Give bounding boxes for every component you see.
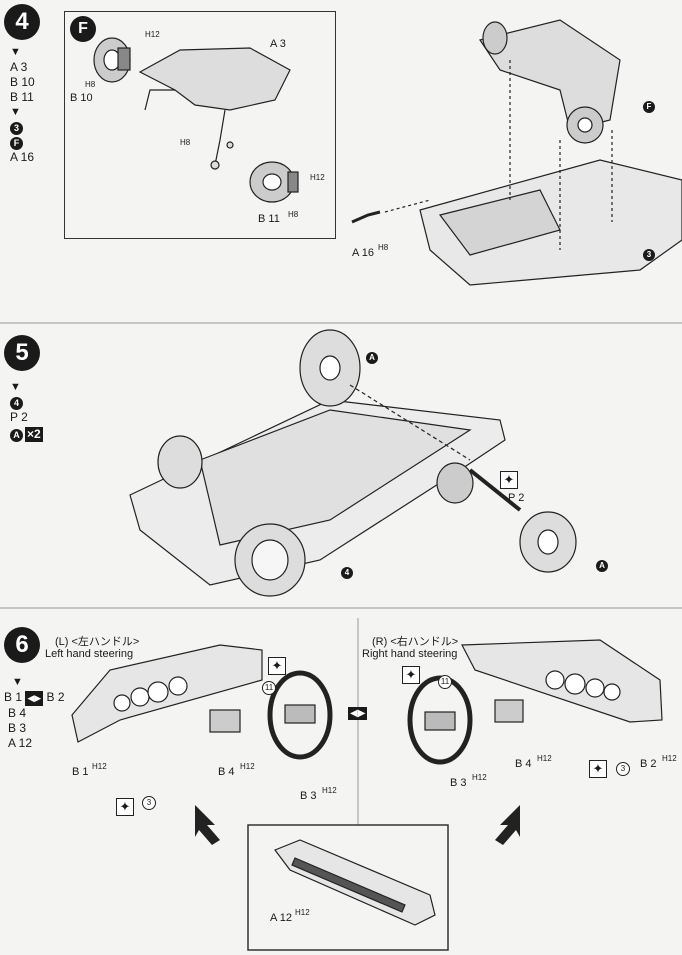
callout-4: 4 — [341, 567, 353, 579]
label-h12-top: H12 — [145, 30, 160, 39]
circled-11-right: 11 — [438, 675, 452, 689]
attention-mark-icon: ✦ — [268, 657, 286, 675]
right-subtitle: Right hand steering — [362, 648, 458, 660]
attention-mark-icon: ✦ — [402, 666, 420, 684]
label-h12-b1: H12 — [92, 762, 107, 771]
step-6-sequence: ▼ B 1 ◀▶ B 2 B 4 B 3 A 12 — [4, 676, 65, 750]
label-a3: A 3 — [270, 38, 286, 50]
callout-3: 3 — [643, 249, 655, 261]
label-b2: B 2 — [640, 758, 657, 770]
left-subtitle: Left hand steering — [45, 648, 134, 660]
circled-11-left: 11 — [262, 681, 276, 695]
right-title: (R) <右ハンドル> — [372, 636, 459, 648]
label-h12-b4-right: H12 — [537, 754, 552, 763]
brake-disc-b10-drawing — [93, 37, 131, 83]
step-5-number: 5 — [4, 335, 40, 371]
label-h8-b11: H8 — [288, 210, 299, 219]
callout-f: F — [643, 101, 655, 113]
step-5-sequence: ▼ 4 P 2 A×2 — [10, 381, 43, 442]
swap-icon: ◀▶ — [25, 691, 44, 706]
label-b4-left: B 4 — [218, 766, 235, 778]
chassis-step4-drawing — [351, 19, 682, 286]
label-b1: B 1 — [72, 766, 89, 778]
suspension-a3-drawing — [138, 47, 291, 170]
label-h12-b11: H12 — [310, 173, 325, 182]
label-h8-b10: H8 — [85, 80, 96, 89]
circled-3-left: 3 — [142, 796, 156, 810]
arrow-down-icon: ▼ — [10, 46, 21, 58]
label-b3-left: B 3 — [300, 790, 317, 802]
callout-a-top: A — [366, 352, 378, 364]
label-h12-b4-left: H12 — [240, 762, 255, 771]
big-arrow-right-icon — [495, 805, 520, 845]
inset-badge-f: F — [70, 16, 96, 42]
step-4-inset-frame — [64, 11, 336, 239]
label-b3-right: B 3 — [450, 777, 467, 789]
arrow-down-icon: ▼ — [10, 381, 21, 393]
circled-3-right: 3 — [616, 762, 630, 776]
badge-a: A — [10, 429, 23, 442]
chassis-step5-drawing — [129, 329, 577, 597]
label-a16: A 16 — [352, 247, 375, 259]
label-b10: B 10 — [70, 92, 93, 104]
label-b11: B 11 — [258, 213, 280, 225]
step-4-number: 4 — [4, 4, 40, 40]
label-h12-b3-right: H12 — [472, 773, 487, 782]
multiplier-x2: ×2 — [25, 427, 43, 442]
step-6-number: 6 — [4, 627, 40, 663]
label-p2: P 2 — [508, 492, 525, 504]
attention-mark-icon: ✦ — [500, 471, 518, 489]
label-a12: A 12 — [270, 912, 293, 924]
attention-mark-icon: ✦ — [116, 798, 134, 816]
left-title: (L) <左ハンドル> — [55, 636, 140, 648]
label-h12-a12: H12 — [295, 908, 310, 917]
attention-mark-icon: ✦ — [589, 760, 607, 778]
big-arrow-left-icon — [195, 805, 220, 845]
arrow-down-icon: ▼ — [12, 676, 23, 688]
label-h8-a16: H8 — [378, 243, 389, 252]
label-h12-b2: H12 — [662, 754, 677, 763]
label-b4-right: B 4 — [515, 758, 532, 770]
step-4-sequence: ▼ A 3 B 10 B 11 ▼ 3 F A 16 — [10, 46, 35, 164]
label-h12-b3-left: H12 — [322, 786, 337, 795]
arrow-down-icon: ▼ — [10, 106, 21, 118]
brake-disc-b11-drawing — [249, 161, 299, 203]
dashboard-left-drawing — [71, 644, 333, 760]
swap-center-icon: ◀▶ — [348, 707, 368, 720]
visor-a12-drawing — [274, 839, 436, 926]
callout-a-bottom: A — [596, 560, 608, 572]
label-h8-mid: H8 — [180, 138, 191, 147]
